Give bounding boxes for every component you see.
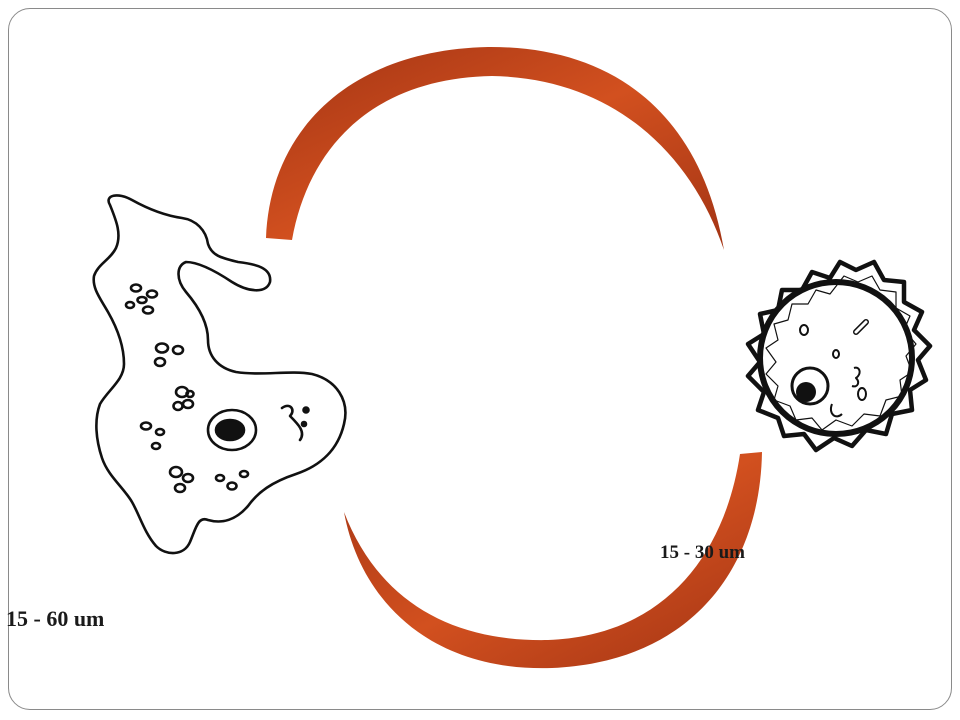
- cycle-arc-top: [266, 46, 724, 251]
- slide-frame: [8, 8, 952, 710]
- cyst-body: [757, 279, 915, 437]
- trophozoite-illustration: [92, 194, 347, 555]
- trophozoite-nucleus: [206, 408, 258, 452]
- trophozoite-size-label: 15 - 60 um: [6, 606, 105, 631]
- cyst-size-label: 15 - 30 um: [660, 542, 745, 563]
- cyst-wall-inner: [765, 275, 917, 431]
- trophozoite-karyosome: [214, 418, 246, 442]
- cyst-wall-outer: [745, 259, 933, 453]
- trophozoite-outline: [92, 194, 347, 555]
- cyst-illustration: [745, 259, 933, 453]
- cyst-nucleus: [790, 366, 830, 406]
- cyst-karyosome: [796, 382, 816, 402]
- cycle-arc-bottom: [344, 452, 762, 669]
